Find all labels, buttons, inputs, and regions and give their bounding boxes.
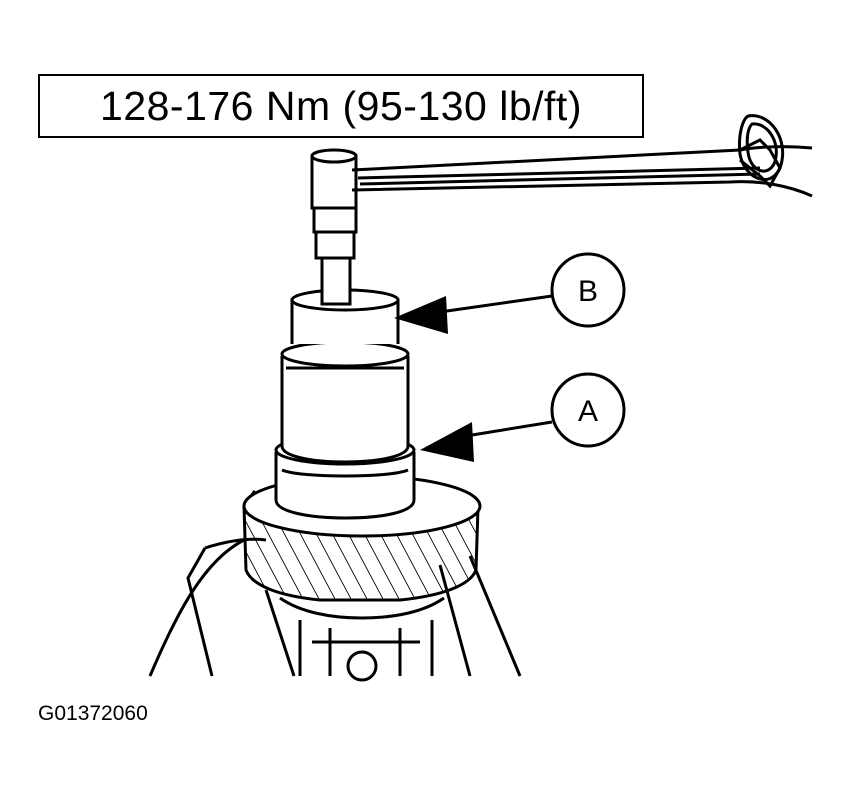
figure-code: G01372060: [38, 702, 148, 725]
torque-spec-label: 128-176 Nm (95-130 lb/ft): [100, 82, 582, 129]
socket-extension: [310, 148, 358, 306]
transmission-housing: [148, 537, 522, 682]
torque-wrench: [351, 114, 813, 198]
torque-spec-box: 128-176 Nm (95-130 lb/ft): [38, 74, 644, 138]
callout-a-letter: A: [578, 395, 598, 428]
installer-tool-body: [280, 288, 410, 464]
callout-b-letter: B: [578, 275, 598, 308]
callout-a: A: [420, 372, 626, 462]
callout-b: B: [394, 252, 626, 334]
